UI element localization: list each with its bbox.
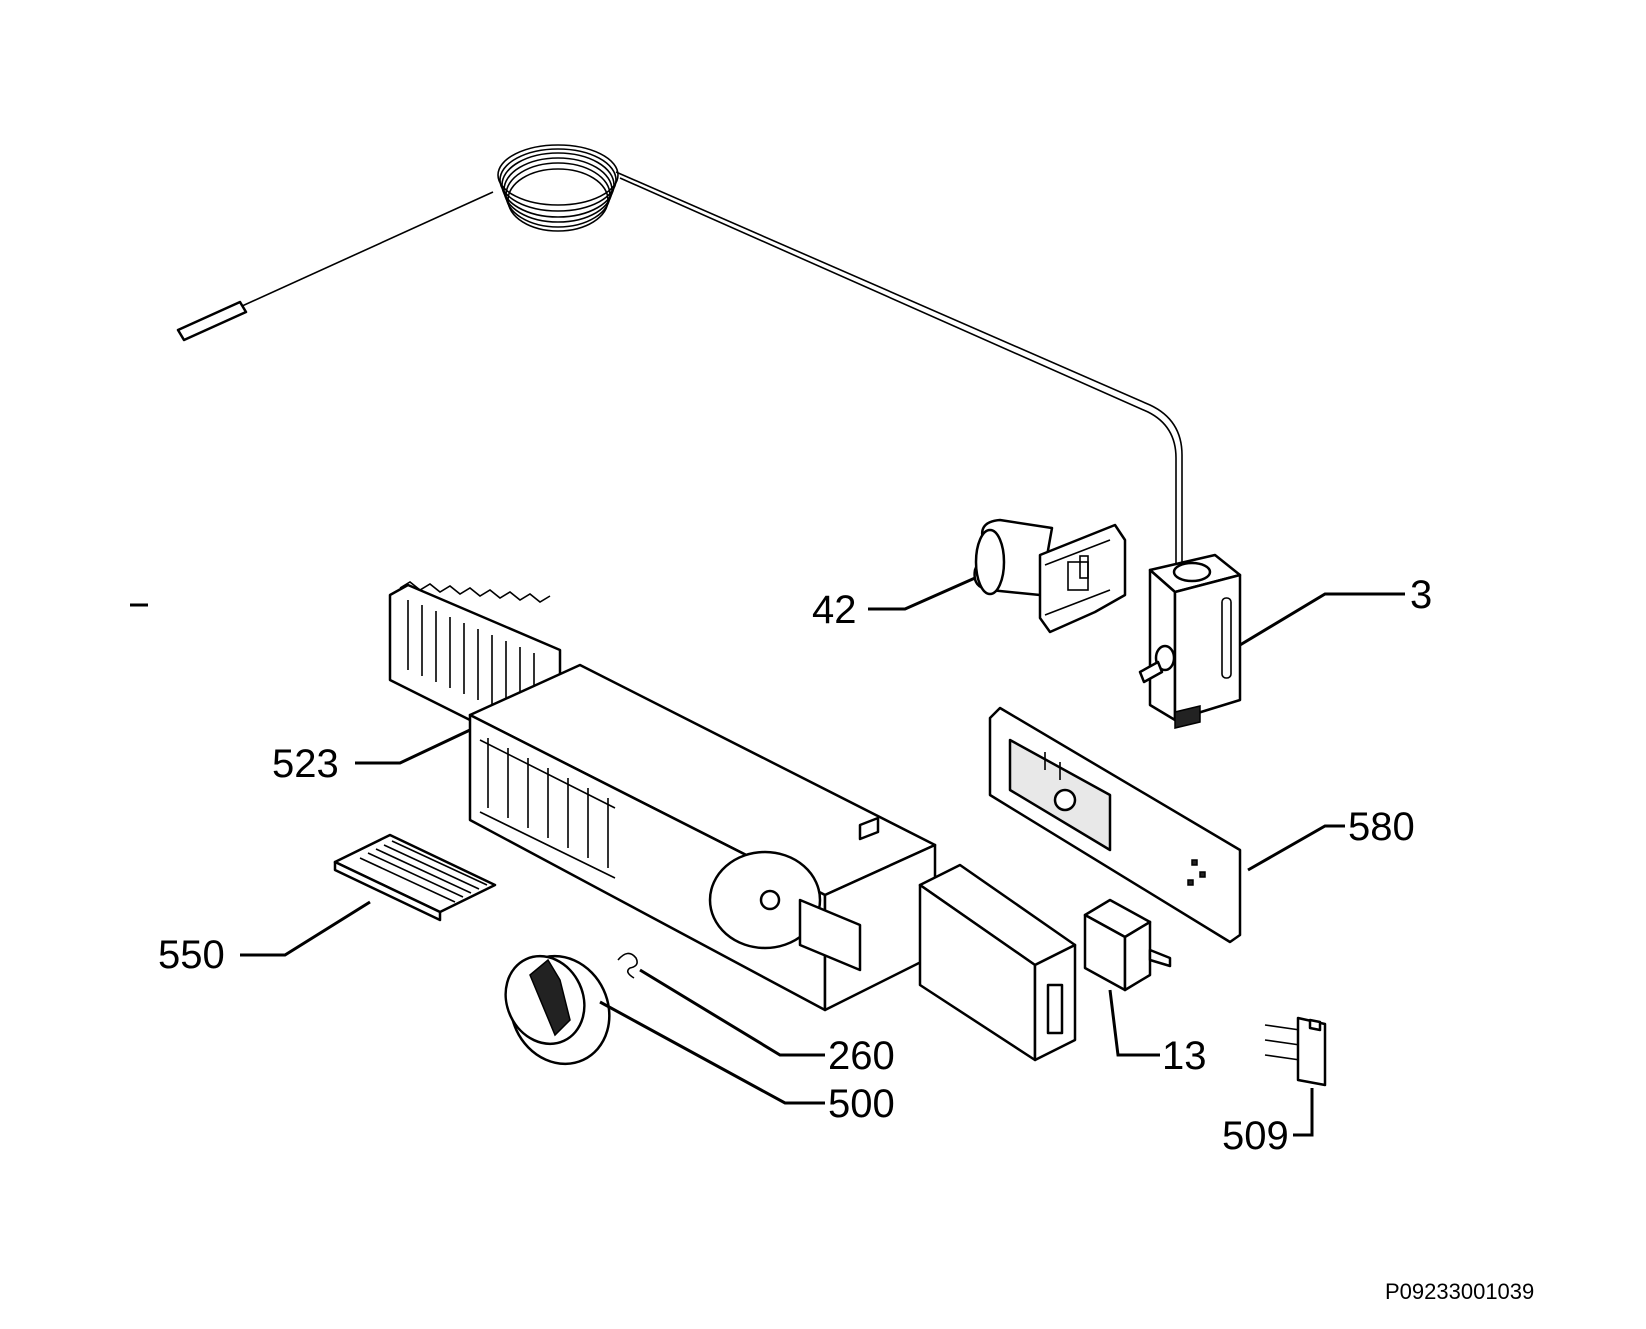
- label-509: 509: [1222, 1114, 1289, 1158]
- label-42: 42: [812, 588, 857, 632]
- knob-icon: [504, 954, 611, 1066]
- label-13: 13: [1162, 1034, 1207, 1078]
- label-550: 550: [158, 933, 225, 977]
- label-523: 523: [272, 742, 339, 786]
- label-260: 260: [828, 1034, 895, 1078]
- filter-tray: [333, 833, 497, 922]
- vent-grille: [388, 581, 562, 722]
- cover-block: [918, 863, 1077, 1062]
- label-500: 500: [828, 1082, 895, 1126]
- thermostat-body: [1138, 553, 1242, 729]
- thermostat-capillary-icon: [176, 144, 1183, 570]
- drawing-code: P09233001039: [1385, 1279, 1534, 1304]
- control-housing-icon: [468, 663, 937, 1012]
- label-580: 580: [1348, 805, 1415, 849]
- switch-part: [1083, 898, 1172, 992]
- leader-lines: [130, 576, 1405, 1137]
- connector-plug: [1264, 1016, 1327, 1087]
- spring-clip: [617, 952, 638, 979]
- circuit-cover-plate: [988, 706, 1242, 944]
- label-3: 3: [1410, 573, 1432, 617]
- lamp-holder-icon: [973, 518, 1127, 634]
